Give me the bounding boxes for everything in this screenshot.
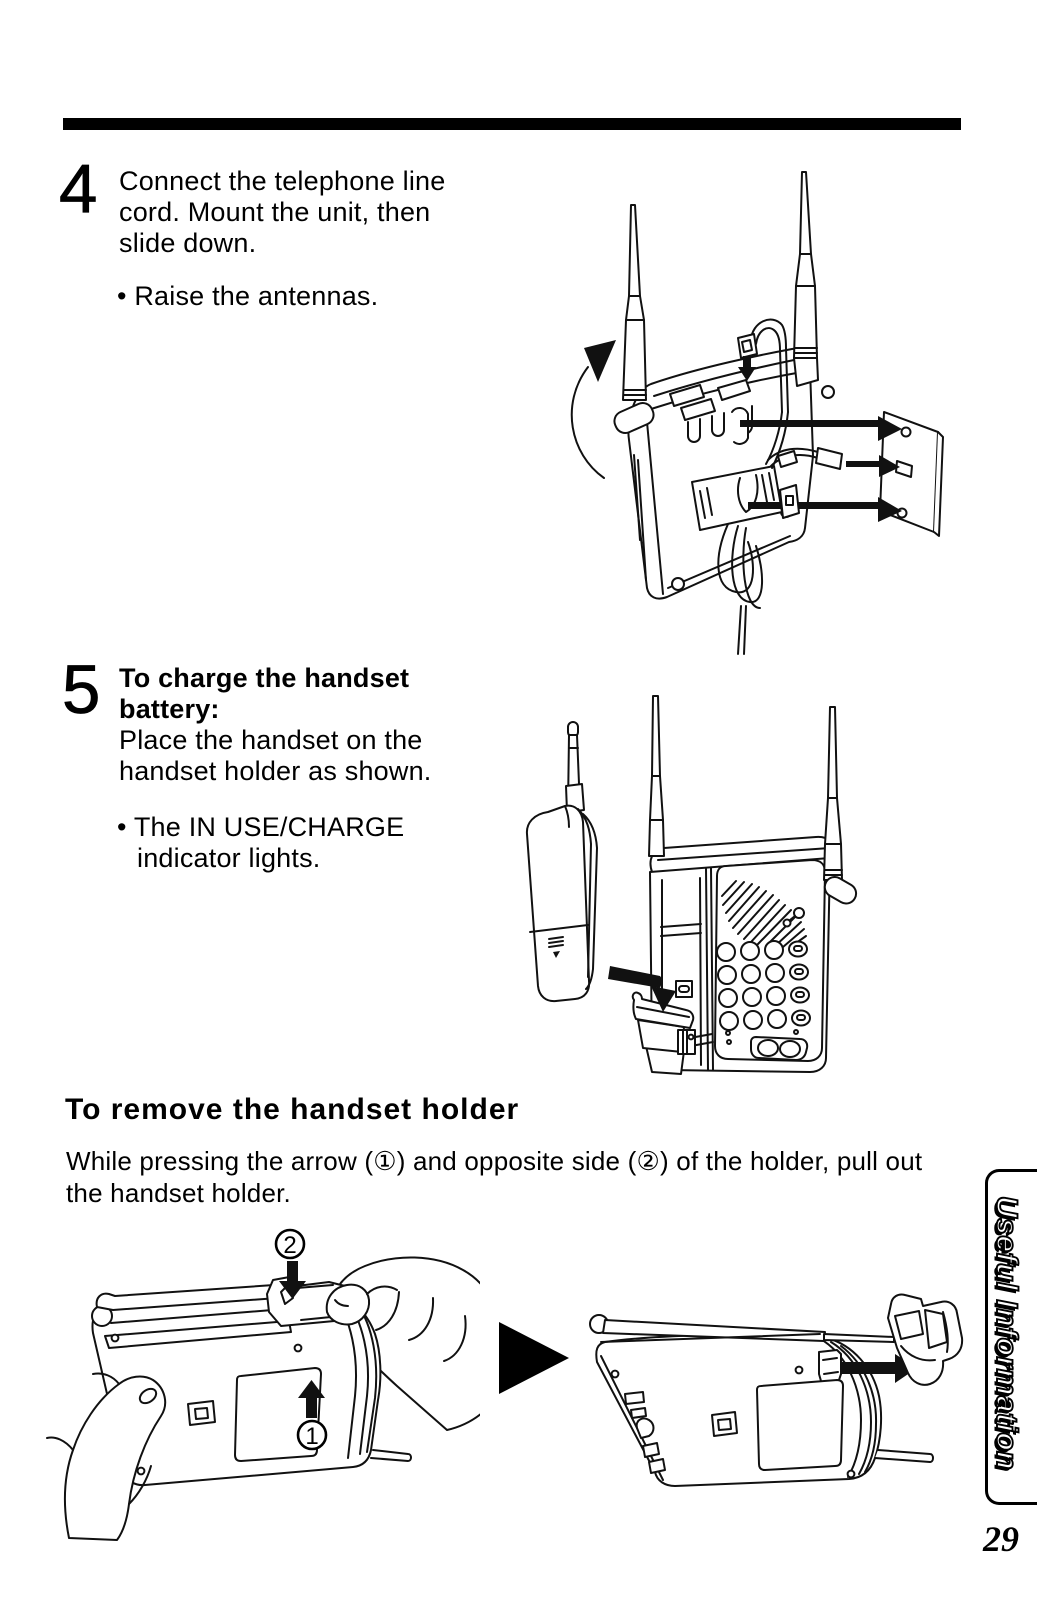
svg-text:1: 1 [305, 1423, 318, 1450]
svg-text:2: 2 [283, 1232, 296, 1259]
